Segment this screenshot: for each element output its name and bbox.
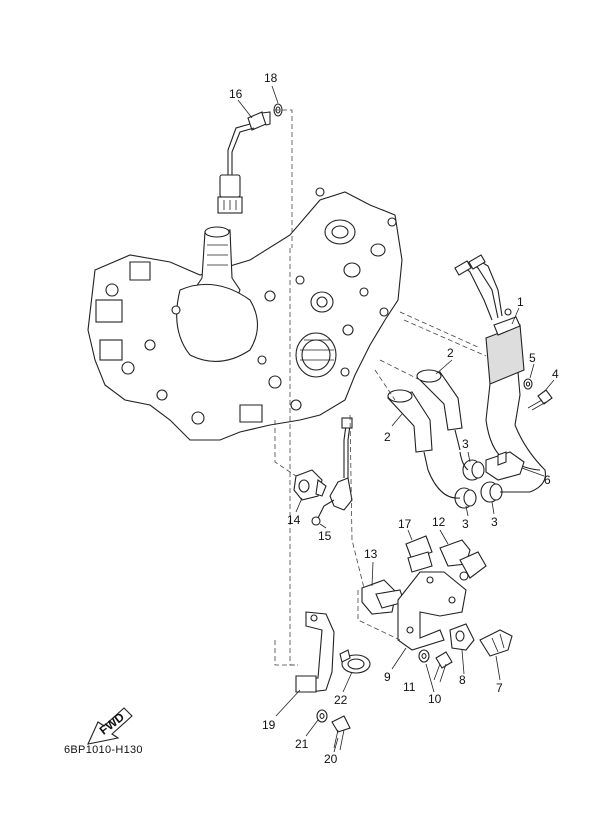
callout-19: 19 [262,718,276,732]
bolt-20 [331,715,351,751]
callout-14: 14 [287,513,301,527]
callout-3c: 3 [491,515,498,529]
bracket-19 [295,611,335,693]
callout-numbers: 16 18 1 2 2 5 4 3 6 3 3 14 15 17 12 13 9… [229,71,559,766]
switch-14 [293,469,327,501]
callout-3b: 3 [462,517,469,531]
washer-11 [418,649,430,663]
callout-8: 8 [459,673,466,687]
callout-21: 21 [295,737,309,751]
thermo-sensor-16 [217,111,271,214]
rubber-cap-8 [449,623,475,651]
callout-3a: 3 [462,437,469,451]
callout-1: 1 [517,295,524,309]
clamp-6 [485,451,525,481]
connector-17 [405,535,433,573]
callout-6: 6 [544,473,551,487]
callout-13: 13 [364,547,378,561]
sensor-15 [311,417,353,526]
fwd-arrow-icon: FWD [87,707,133,745]
connector-12 [439,539,487,581]
drawing-code: 6BP1010-H130 [64,744,143,756]
grommet-3b [454,487,477,509]
leader-lines [237,85,555,753]
callout-4: 4 [552,367,559,381]
plug-cap-2b [386,389,433,471]
callout-9: 9 [384,670,391,684]
bolt-4 [527,389,553,411]
ignition-coil-1 [454,254,525,426]
callout-11: 11 [403,680,416,694]
callout-2b: 2 [384,430,391,444]
engine-block [87,187,403,441]
bracket-9 [397,571,467,651]
bolt-10 [433,651,453,683]
terminal-7 [479,629,513,657]
callout-18: 18 [264,71,278,85]
callout-17: 17 [398,517,412,531]
callout-22: 22 [334,693,348,707]
callout-2a: 2 [447,346,454,360]
callout-7: 7 [496,681,503,695]
grommet-3a [462,459,485,481]
callout-12: 12 [432,515,446,529]
plug-cap-2a [416,369,463,451]
callout-15: 15 [318,529,332,543]
callout-20: 20 [324,752,338,766]
washer-5 [523,378,533,390]
grommet-3c [480,481,503,503]
clip-22 [339,649,371,674]
callout-5: 5 [529,351,536,365]
washer-21 [316,709,328,723]
callout-16: 16 [229,87,243,101]
callout-10: 10 [428,692,442,706]
